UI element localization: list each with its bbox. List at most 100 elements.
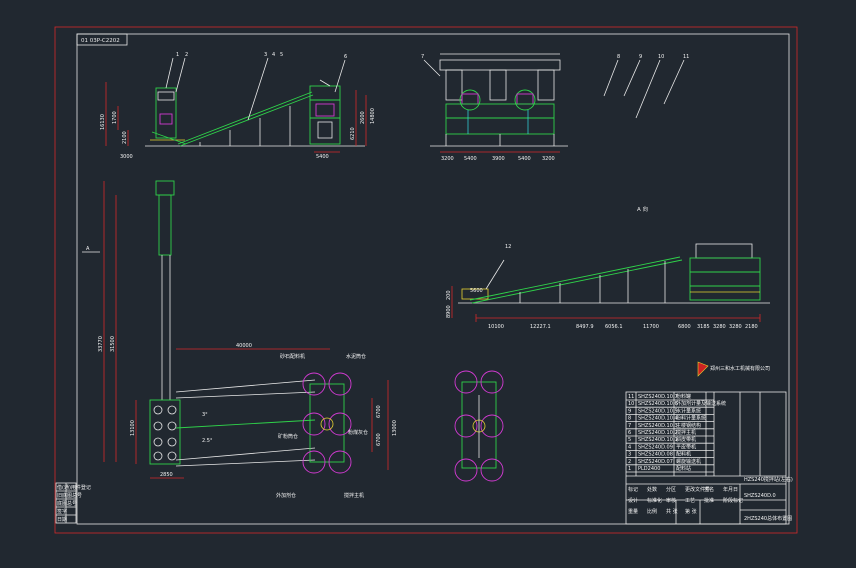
parts-row-name: 配料站 [676, 465, 691, 472]
view-a-dim-7: 6056.1 [605, 324, 623, 330]
view-a-dim-8: 11700 [643, 324, 659, 330]
parts-row-code: PLD2400 [638, 466, 660, 472]
front-part-11: 11 [683, 54, 689, 60]
view-a-dim-9: 6800 [678, 324, 691, 330]
title-sign-label: 处数 [647, 486, 657, 493]
title-sign-label: 标准化 [647, 497, 662, 504]
front-dim-2: 5400 [464, 156, 477, 162]
view-a-dim-10: 3185 [697, 324, 710, 330]
title-block [625, 391, 787, 525]
drawing-id-box [76, 33, 128, 46]
front-part-8: 8 [617, 54, 620, 60]
parts-row-index: 4 [628, 444, 631, 450]
view-a-dim-2: 200 [446, 290, 452, 300]
parts-row-code: SHZS240D.10.5 [638, 408, 678, 414]
title-drawing-title: 2HZS240总体布置图 [744, 515, 792, 522]
parts-row-index: 3 [628, 452, 631, 458]
title-sign-label: 设计 [628, 497, 638, 504]
parts-row-code: SHZS240D.08 [638, 452, 673, 458]
plan-callout-2: 水泥筒仓 [346, 353, 366, 360]
plan-callout-3: 矿粉筒仓 [278, 433, 298, 440]
parts-row-code: SHZS240D.10.4 [638, 416, 678, 422]
plan-arrow-a: A [86, 246, 90, 252]
front-dim-4: 5400 [518, 156, 531, 162]
title-sign-label: 重量 [628, 508, 638, 515]
parts-row-code: SHZS240D.10.3 [638, 423, 678, 429]
parts-row-name: 搅拌主机 [676, 429, 696, 436]
side-dim-2: 1700 [112, 111, 118, 124]
plan-dim-2: 31500 [110, 336, 116, 352]
front-dim-1: 3200 [441, 156, 454, 162]
plan-callout-6: 搅拌主机 [344, 492, 364, 499]
front-dim-5: 3200 [542, 156, 555, 162]
detail-plan-view[interactable] [454, 370, 504, 482]
inner-frame [76, 33, 790, 525]
title-sign-label: 更改文件号 [685, 486, 710, 493]
front-part-7: 7 [421, 54, 424, 60]
parts-row-code: SHZS240D.07 [638, 459, 673, 465]
side-note-label: 签字 [57, 508, 67, 515]
side-dim-7: 14800 [370, 108, 376, 124]
parts-row-code: SHZS240D.10.1 [638, 437, 678, 443]
parts-row-code: SHZS240D.09 [638, 444, 673, 450]
side-note-label: 旧底图总号 [57, 492, 82, 499]
view-a-dim-4: 10100 [488, 324, 504, 330]
front-part-10: 10 [658, 54, 664, 60]
front-part-9: 9 [639, 54, 642, 60]
side-dim-6: 2600 [360, 111, 366, 124]
parts-row-index: 9 [628, 408, 631, 414]
plan-callout-4: 粉煤灰仓 [348, 429, 368, 436]
plan-dim-1: 33770 [98, 336, 104, 352]
view-a-dim-11: 3280 [713, 324, 726, 330]
plan-callout-1: 砂石配料机 [280, 353, 305, 360]
parts-row-name: 平皮带机 [676, 443, 696, 450]
plan-angle-2: 2.5° [202, 438, 213, 444]
view-a-dim-12: 3280 [729, 324, 742, 330]
title-sign-label: 工艺 [685, 498, 695, 504]
parts-row-index: 6 [628, 430, 631, 436]
parts-row-name: 螺旋输送机 [676, 458, 701, 465]
front-dim-3: 3900 [492, 156, 505, 162]
view-a[interactable] [451, 243, 770, 322]
parts-row-index: 7 [628, 423, 631, 429]
side-dim-height: 16130 [100, 114, 106, 130]
side-dim-4: 3000 [120, 154, 133, 160]
side-part-2: 2 [185, 52, 188, 58]
side-view[interactable] [105, 57, 367, 153]
view-a-dim-1: 5600 [470, 288, 483, 294]
outer-frame [54, 26, 798, 534]
side-part-5: 5 [280, 52, 283, 58]
company-logo [697, 361, 709, 377]
title-sign-label: 审核 [666, 497, 676, 504]
view-a-dim-13: 2180 [745, 324, 758, 330]
parts-row-code: SHZS240D.10.2 [638, 430, 678, 436]
plan-dim-5: 2850 [160, 472, 173, 478]
parts-row-name: 粉料计量系统 [676, 415, 706, 422]
title-sign-label: 标记 [628, 486, 638, 493]
title-sign-label: 共 张 [666, 508, 678, 515]
parts-row-index: 10 [628, 401, 634, 407]
plan-angle-1: 3° [202, 412, 208, 418]
side-part-6: 6 [344, 54, 347, 60]
side-notes-strip [55, 482, 77, 524]
title-sign-label: 签名 [704, 486, 714, 493]
parts-row-name: 主楼钢结构 [676, 422, 701, 429]
parts-row-index: 11 [628, 394, 634, 400]
plan-dim-4: 13100 [130, 420, 136, 436]
side-note-label: 日期 [57, 517, 67, 523]
title-sign-label: 批准 [704, 497, 714, 504]
plan-view[interactable] [82, 180, 389, 479]
sign-labels: 标记处数分区更改文件号签名年月日设计标准化审核工艺批准阶段标记重量比例共 张第 … [628, 486, 743, 515]
side-part-3: 3 [264, 52, 267, 58]
side-dim-5: 6210 [350, 127, 356, 140]
parts-row-index: 1 [628, 466, 631, 472]
plan-dim-3: 40000 [236, 343, 252, 349]
plan-dim-6: 6700 [376, 405, 382, 418]
title-sign-label: 比例 [647, 508, 657, 515]
side-part-1: 1 [176, 52, 179, 58]
view-a-dim-3: 8900 [446, 305, 452, 318]
parts-row-name: 外加剂计量及输送系统 [676, 400, 726, 407]
front-view[interactable] [423, 53, 685, 153]
